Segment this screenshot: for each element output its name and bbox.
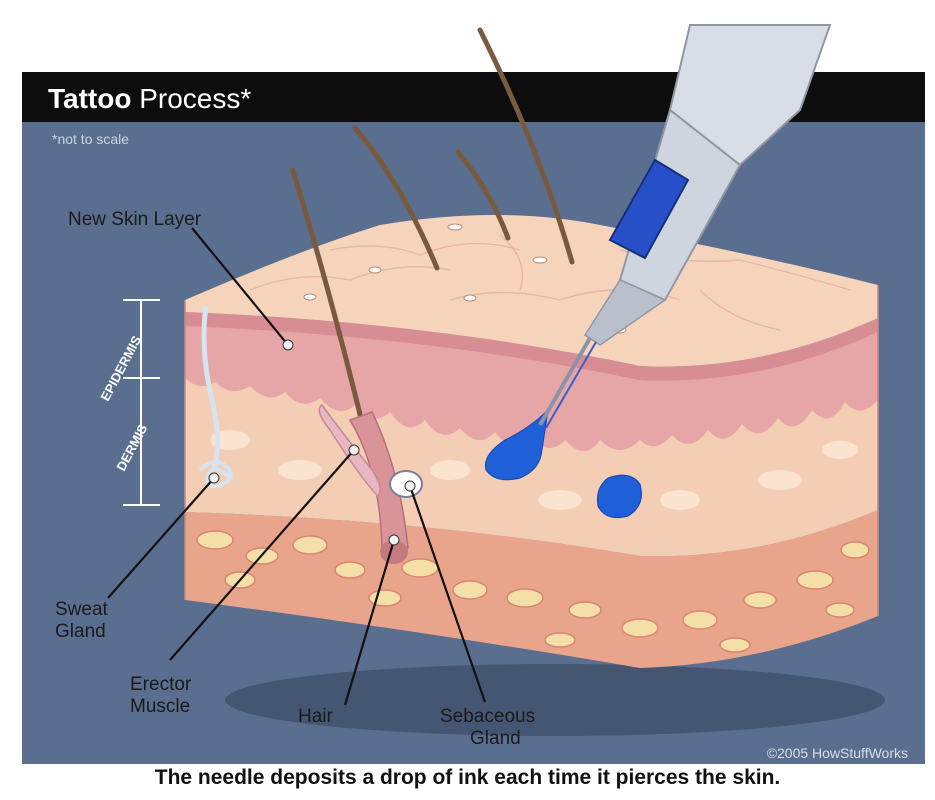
copyright: ©2005 HowStuffWorks bbox=[767, 745, 908, 761]
label-sebaceous-gland-line1: Sebaceous bbox=[440, 706, 535, 727]
title-rest: Process* bbox=[131, 83, 251, 114]
label-hair: Hair bbox=[298, 706, 334, 727]
label-sweat-gland-line2: Gland bbox=[55, 621, 106, 642]
caption: The needle deposits a drop of ink each t… bbox=[0, 766, 935, 790]
label-new-skin-layer: New Skin Layer bbox=[68, 209, 202, 230]
label-erector-muscle: Erector Muscle bbox=[130, 674, 197, 717]
title: Tattoo Process* bbox=[48, 83, 251, 114]
ink-drop-2 bbox=[597, 475, 641, 518]
label-sebaceous-gland-line2: Gland bbox=[470, 728, 521, 749]
title-bold: Tattoo bbox=[48, 83, 131, 114]
label-sweat-gland: Sweat Gland bbox=[55, 599, 113, 642]
scale-note: *not to scale bbox=[52, 131, 129, 147]
label-erector-muscle-line2: Muscle bbox=[130, 696, 190, 717]
label-sweat-gland-line1: Sweat bbox=[55, 599, 109, 620]
label-erector-muscle-line1: Erector bbox=[130, 674, 192, 695]
